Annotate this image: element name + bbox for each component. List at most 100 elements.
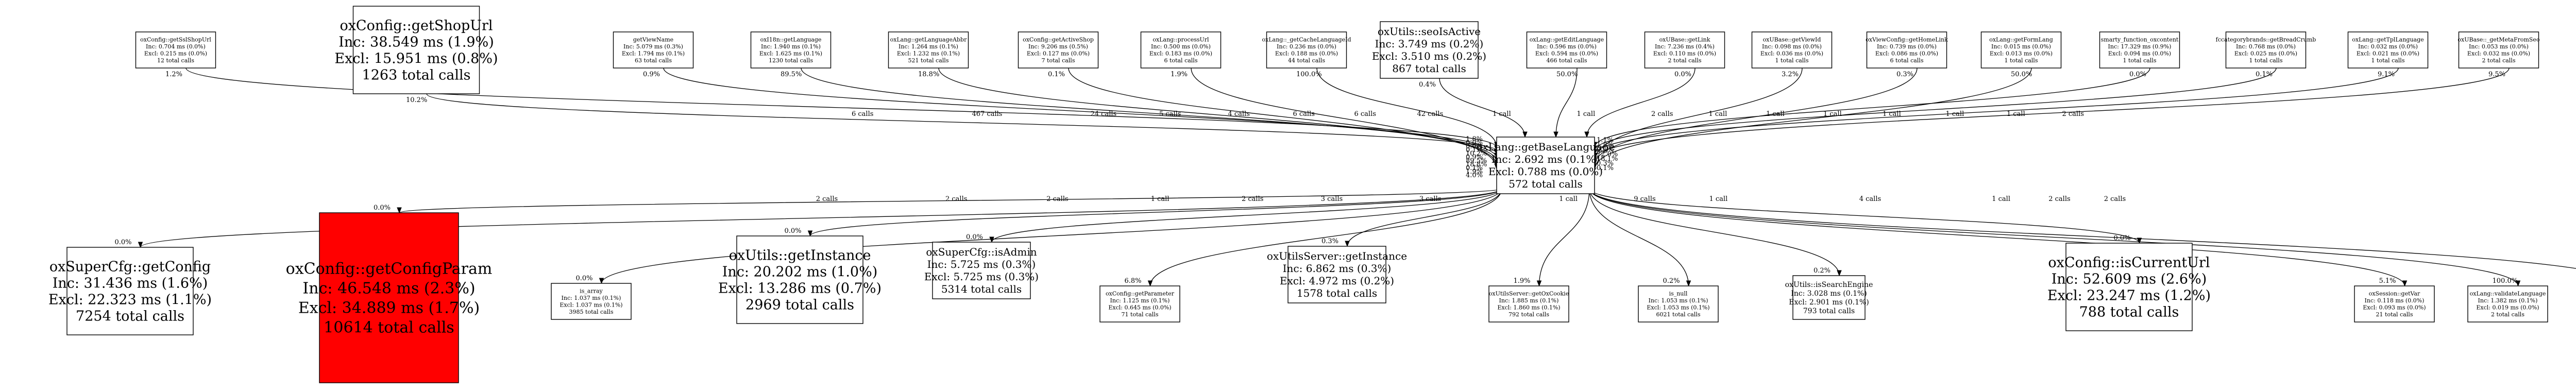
node-function-name: oxLang::getFormLang (1989, 37, 2053, 43)
edge-line (1439, 78, 1526, 138)
node-total-calls: 2969 total calls (745, 297, 854, 313)
node-box (2065, 243, 2193, 331)
node-inc-time: Inc: 1.264 ms (0.1%) (899, 43, 958, 50)
node-box (2354, 285, 2435, 323)
edge-percent-label: 1.9% (1171, 71, 1188, 78)
edge-calls-label: 1 call (1709, 195, 1728, 203)
edge-line (801, 67, 1497, 159)
edge-percent-label: 0.0% (115, 239, 132, 246)
edge-line (1594, 67, 2277, 151)
edge-line (1589, 188, 2576, 269)
node-box (1638, 285, 1719, 323)
edge-percent-label: 0.0% (2129, 71, 2146, 78)
node-inc-time: Inc: 0.015 ms (0.0%) (1991, 43, 2051, 50)
edge-calls-label: 1 call (1709, 110, 1727, 118)
node-excl-time: Excl: 0.021 ms (0.0%) (2357, 50, 2419, 57)
node-total-calls: 63 total calls (635, 57, 672, 64)
callee-edge (1345, 188, 1502, 247)
edge-calls-label: 2 calls (2062, 110, 2084, 118)
edge-calls-label: 2 calls (816, 195, 838, 203)
node-inc-time: Inc: 0.500 ms (0.0%) (1151, 43, 1211, 50)
node-function-name: oxConfig::getActiveShop (1023, 37, 1094, 43)
edge-line (1589, 188, 2519, 286)
node-box (613, 31, 694, 69)
node-box (1099, 285, 1180, 323)
node-inc-time: Inc: 31.436 ms (1.6%) (53, 275, 208, 291)
node-inc-time: Inc: 0.053 ms (0.0%) (2469, 43, 2529, 50)
edge-calls-label: 5 calls (1159, 110, 1181, 118)
edge-percent-label: 0.3% (1321, 238, 1338, 245)
callee-edge (397, 188, 1502, 214)
callee-edge (1589, 188, 1842, 277)
edge-percent-label: 0.3% (1896, 71, 1913, 78)
node-excl-time: Excl: 0.093 ms (0.0%) (2363, 304, 2426, 311)
node-box (1287, 246, 1386, 303)
node-function-name: getViewName (633, 37, 673, 43)
node-total-calls: 21 total calls (2376, 311, 2413, 318)
node-box (888, 31, 969, 69)
node-function-name: oxUBase::_getMetaFromSeo (2458, 37, 2540, 43)
edge-line (1594, 67, 2150, 148)
edge-line (426, 93, 1497, 151)
edge-line (1594, 67, 1803, 162)
node-excl-time: Excl: 1.625 ms (0.1%) (759, 50, 822, 57)
edge-percent-label: 9.1% (2378, 71, 2395, 78)
caller-edge (801, 67, 1499, 159)
node-total-calls: 1 total calls (2249, 57, 2283, 64)
node-inc-time: Inc: 0.236 ms (0.0%) (1277, 43, 1336, 50)
node-total-calls: 3985 total calls (569, 309, 614, 315)
node-excl-time: Excl: 0.032 ms (0.0%) (2467, 50, 2530, 57)
edge-percent-label: 0.2% (1663, 277, 1680, 285)
edge-line (1594, 67, 2399, 155)
node-function-name: oxUtilsServer::getInstance (1267, 250, 1407, 262)
center-in-percent-label: 89.5% (1466, 157, 1487, 165)
edge-calls-label: 3 calls (1419, 195, 1441, 203)
edge-calls-label: 4 calls (1859, 195, 1881, 203)
edge-line (1589, 188, 2405, 286)
edge-calls-label: 1 call (1823, 110, 1842, 118)
node-excl-time: Excl: 1.053 ms (0.1%) (1647, 304, 1709, 311)
edge-line (1586, 67, 1696, 138)
node-box (66, 247, 194, 335)
center-in-percent-label: 0.0% (1466, 143, 1483, 150)
node-excl-time: Excl: 0.183 ms (0.0%) (1149, 50, 1212, 57)
center-in-percent-label: 4.0% (1466, 172, 1483, 179)
node-total-calls: 521 total calls (908, 57, 949, 64)
node-excl-time: Excl: 1.037 ms (0.1%) (560, 302, 622, 309)
node-excl-time: Excl: 23.247 ms (1.2%) (2047, 287, 2211, 303)
callee-edge (1589, 188, 2521, 287)
edge-percent-label: 100.0% (2493, 277, 2518, 285)
